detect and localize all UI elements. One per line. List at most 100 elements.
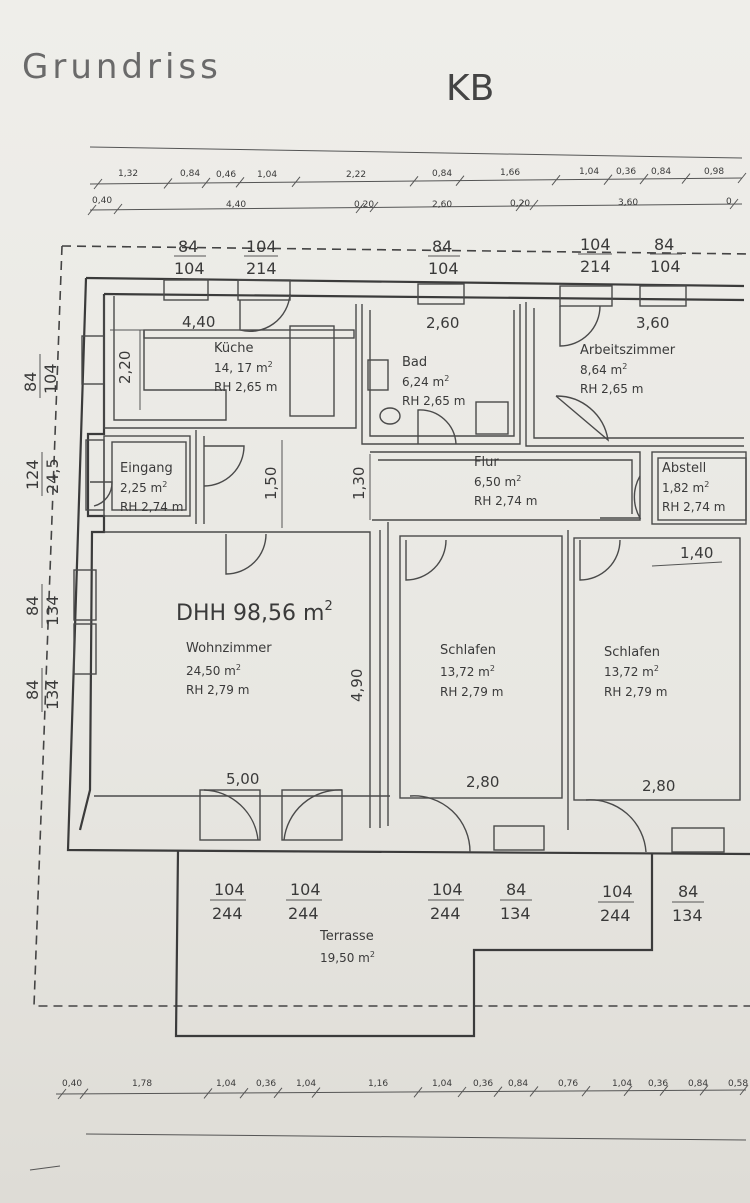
- room-height: RH 2,74 m: [120, 500, 183, 514]
- dimension-tick: [113, 203, 123, 215]
- dim-label: 0,36: [256, 1079, 276, 1089]
- top-chain-2-labels: 0,40 4,40 0,20 2,60 0,20 3,60 0: [92, 196, 732, 210]
- dim-label: 0,98: [704, 167, 724, 177]
- opening-height: 214: [246, 259, 277, 278]
- opening-width: 104: [580, 235, 611, 254]
- dimension-tick: [203, 1088, 213, 1099]
- shower-tray: [475, 401, 509, 435]
- dimension-tick: [235, 177, 245, 188]
- room-name: Abstell: [662, 461, 706, 476]
- dimension-tick: [551, 174, 561, 186]
- dimension-tick: [529, 199, 539, 211]
- dim-flur-height: 1,30: [350, 467, 368, 500]
- room-height: RH 2,65 m: [402, 394, 465, 408]
- bottom-chain-labels: 0,40 1,78 1,04 0,36 1,04 1,16 1,04 0,36 …: [62, 1079, 748, 1089]
- room-name: Flur: [474, 455, 499, 470]
- dim-label: 1,16: [368, 1079, 388, 1089]
- dim-label: 3,60: [618, 198, 638, 208]
- dim-label: 1,66: [500, 168, 520, 178]
- dim-label: 1,04: [612, 1079, 632, 1089]
- opening-width: 84: [178, 237, 198, 256]
- room-area: 24,50 m2: [186, 663, 241, 678]
- dim-label: 0,84: [432, 169, 452, 179]
- room-area: 13,72 m2: [604, 664, 659, 679]
- opening-width: 84: [23, 596, 42, 616]
- dim-label: 1,04: [257, 170, 277, 180]
- opening-height: 244: [288, 904, 319, 923]
- dim-label: 0,20: [354, 200, 374, 210]
- room-area: 13,72 m2: [440, 664, 495, 679]
- dim-label: 0,58: [728, 1079, 748, 1089]
- room-dimensions: 4,40 2,20 1,50 2,60 3,60 1,30 5,00 4,90 …: [110, 313, 723, 795]
- opening-width: 84: [678, 882, 698, 901]
- terrace-outline: [174, 849, 654, 1038]
- dim-label: 1,32: [118, 169, 138, 179]
- room-height: RH 2,65 m: [580, 382, 643, 396]
- bottom-opening-labels: 104 244 104 244 104 244 84 134 104 244 8…: [210, 880, 704, 925]
- dim-label: 0,84: [180, 169, 200, 179]
- dim-label: 0,36: [473, 1079, 493, 1089]
- total-area-label: DHH 98,56 m2: [176, 599, 333, 626]
- room-abstell: Abstell 1,82 m2 RH 2,74 m: [662, 461, 725, 514]
- room-name: Eingang: [120, 461, 173, 476]
- room-area: 6,24 m2: [402, 374, 449, 389]
- room-area: 6,50 m2: [474, 474, 521, 489]
- dimension-tick: [409, 175, 419, 187]
- opening-width: 84: [432, 237, 452, 256]
- opening-height: 24,5: [43, 458, 62, 494]
- room-kueche: Küche 14, 17 m2 RH 2,65 m: [214, 341, 277, 394]
- opening-width: 84: [23, 680, 42, 700]
- dim-label: 0,84: [651, 167, 671, 177]
- room-height: RH 2,74 m: [662, 500, 725, 514]
- opening-width: 104: [246, 237, 277, 256]
- dim-label: 4,40: [226, 200, 246, 210]
- dimension-tick: [87, 204, 97, 216]
- room-area: 14, 17 m2: [214, 360, 273, 375]
- dim-label: 0,46: [216, 170, 236, 180]
- room-area: 8,64 m2: [580, 362, 627, 377]
- top-dimension-lines: [87, 146, 747, 216]
- opening-width: 104: [214, 880, 245, 899]
- opening-height: 214: [580, 257, 611, 276]
- schlafen2-walls: [573, 537, 741, 801]
- room-height: RH 2,65 m: [214, 380, 277, 394]
- dimension-tick: [737, 172, 747, 184]
- doors: [90, 293, 647, 853]
- opening-height: 134: [500, 904, 531, 923]
- room-height: RH 2,79 m: [440, 685, 503, 699]
- opening-width: 84: [506, 880, 526, 899]
- dim-label: 0,36: [648, 1079, 668, 1089]
- opening-height: 104: [174, 259, 205, 278]
- room-name: Schlafen: [440, 643, 496, 658]
- dim-label: 1,04: [432, 1079, 452, 1089]
- abstell-inner-walls: [657, 457, 747, 521]
- author-signature: KB: [446, 68, 494, 109]
- room-name: Arbeitszimmer: [580, 343, 676, 358]
- dimension-tick: [659, 1085, 669, 1096]
- dimension-tick: [201, 177, 211, 189]
- dimension-tick: [515, 200, 525, 212]
- dim-schlafen2-strip: 1,40: [680, 544, 713, 562]
- top-opening-labels: 84 104 104 214 84 104 104 214 84 104: [174, 235, 682, 278]
- dimension-tick: [493, 1086, 503, 1098]
- dimension-tick: [163, 178, 173, 189]
- dim-label: 0,20: [510, 199, 530, 209]
- schlafen1-walls: [399, 535, 563, 799]
- dim-wohn-width: 5,00: [226, 770, 259, 788]
- dim-label: 2,22: [346, 170, 366, 180]
- dim-bad-width: 2,60: [426, 314, 459, 332]
- toilet: [379, 407, 401, 425]
- opening-width: 104: [602, 882, 633, 901]
- opening-width: 84: [654, 235, 674, 254]
- opening-height: 244: [600, 906, 631, 925]
- room-name: Wohnzimmer: [186, 641, 272, 656]
- opening-height: 104: [428, 259, 459, 278]
- opening-height: 244: [212, 904, 243, 923]
- dimension-tick: [79, 1088, 89, 1100]
- kitchen-island: [289, 325, 335, 417]
- dimension-tick: [311, 1087, 321, 1098]
- dimension-tick: [413, 1086, 423, 1098]
- dimension-tick: [699, 1084, 709, 1096]
- dimension-tick: [639, 173, 649, 185]
